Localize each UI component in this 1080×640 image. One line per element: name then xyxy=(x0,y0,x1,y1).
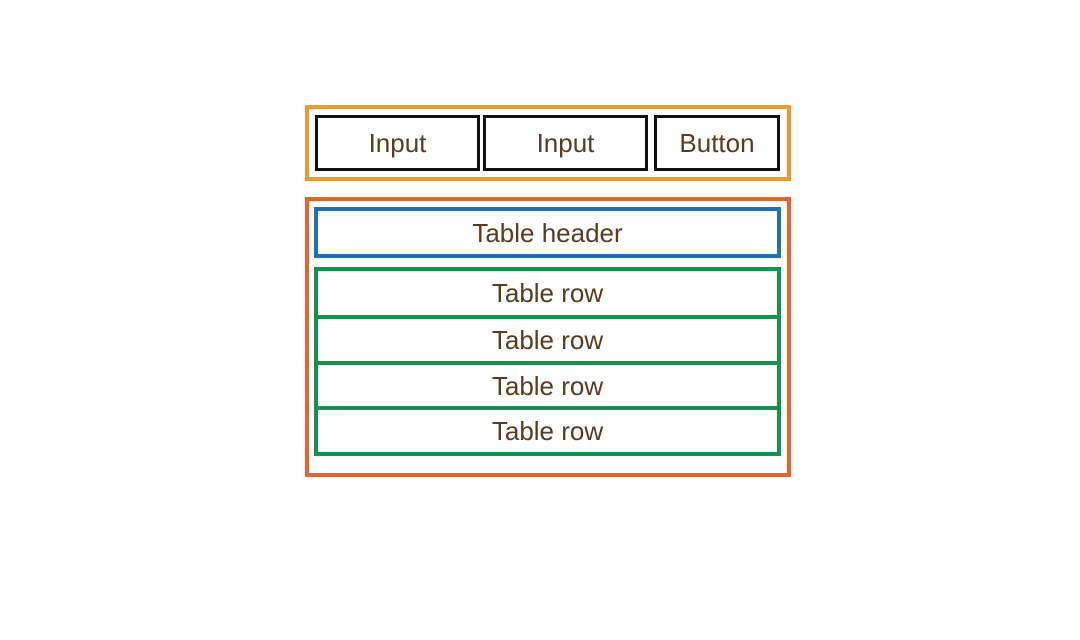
table-header-label: Table header xyxy=(472,217,623,248)
input-box-2-label: Input xyxy=(536,128,595,158)
input-box-1-label: Input xyxy=(368,128,427,158)
table-row-label: Table row xyxy=(491,370,604,401)
table-row: Table row xyxy=(314,315,781,365)
input-box-2[interactable]: Input xyxy=(483,115,648,171)
table-row: Table row xyxy=(314,267,781,319)
table-row-label: Table row xyxy=(491,278,604,308)
table-row: Table row xyxy=(314,406,781,456)
button-box-label: Button xyxy=(679,128,755,158)
table-row-label: Table row xyxy=(491,416,604,446)
button-box[interactable]: Button xyxy=(654,115,780,171)
table-row-label: Table row xyxy=(491,325,604,355)
table-container xyxy=(305,197,791,477)
input-box-1[interactable]: Input xyxy=(315,115,480,171)
form-group xyxy=(305,105,791,181)
table-row: Table row xyxy=(314,361,781,410)
table-header: Table header xyxy=(314,207,781,258)
